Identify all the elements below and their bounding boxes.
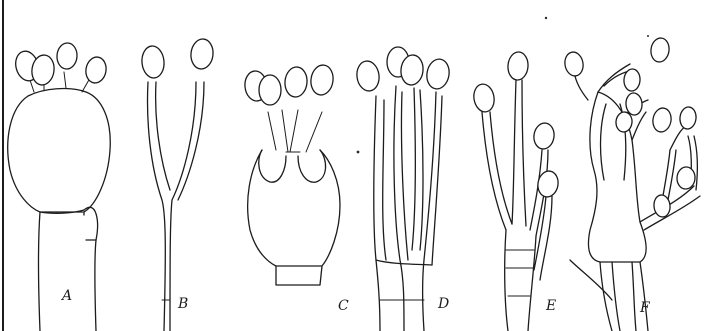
panel-label-c: C [338, 298, 349, 314]
panel-d-drawing [355, 47, 451, 331]
speck [545, 17, 547, 19]
panel-b-drawing [141, 38, 215, 331]
panel-label-e: E [545, 298, 556, 314]
panel-label-b: B [177, 296, 188, 312]
panel-f-drawing [563, 37, 700, 331]
speck [647, 35, 649, 37]
panel-label-d: D [437, 296, 449, 312]
panel-a-drawing [8, 42, 111, 331]
panel-label-f: F [639, 300, 651, 316]
panel-e-drawing [472, 51, 560, 331]
panel-label-a: A [60, 288, 72, 304]
speck [357, 151, 360, 154]
panel-c-drawing [243, 64, 340, 285]
